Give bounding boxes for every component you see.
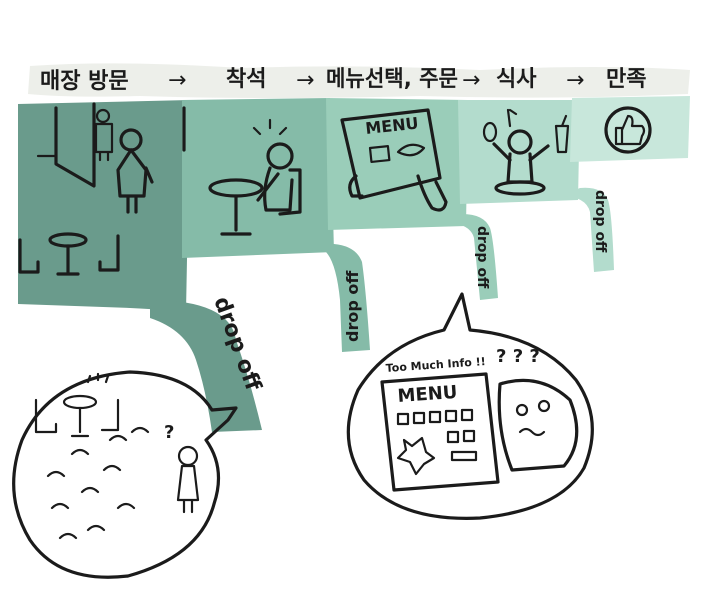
- arrow-icon: →: [296, 68, 314, 93]
- thumbs-up-illustration: [604, 106, 652, 154]
- confused-question-marks: ? ? ?: [496, 346, 540, 367]
- stage-seat-dropoff-band: [196, 244, 370, 352]
- stage-banner: [28, 63, 690, 98]
- arrow-icon: →: [462, 68, 480, 93]
- plate-icon: [494, 180, 546, 196]
- thumbs-up-icon: [604, 106, 652, 154]
- empty-seat-icons: [46, 426, 150, 540]
- drumstick-icon: [482, 121, 498, 143]
- crowded-menu-title: MENU: [397, 382, 458, 407]
- eating-person-icon: [507, 129, 533, 155]
- stage-visit-dropoff-band: [150, 300, 262, 432]
- stage-seat-block: [182, 98, 334, 258]
- table-and-chairs-icon: [18, 232, 120, 276]
- eating-person-illustration: [482, 108, 570, 196]
- stage-label-seat: 착석: [226, 67, 266, 92]
- music-note-icon: [506, 108, 518, 128]
- menu-card-icon: [340, 108, 442, 200]
- crowded-menu-icon: [380, 372, 500, 492]
- stage-label-meal: 식사: [496, 67, 537, 92]
- info-overload-bubble: Too Much Info !! ? ? ? MENU: [346, 292, 594, 520]
- arrow-icon: →: [168, 68, 186, 93]
- store-visit-illustration: [18, 102, 186, 276]
- person-at-door-icon: [95, 108, 111, 124]
- stage-label-satisfied: 만족: [606, 67, 646, 92]
- drink-icon: [554, 114, 570, 154]
- arrow-icon: →: [566, 68, 584, 93]
- overwhelmed-customer-icon: [497, 378, 579, 472]
- stage-label-visit: 매장 방문: [40, 69, 129, 94]
- stage-headings: 매장 방문 → 착석 → 메뉴선택, 주문 → 식사 → 만족: [40, 67, 646, 94]
- empty-seats-bubble: ?: [12, 370, 238, 579]
- seated-person-illustration: [208, 118, 302, 236]
- overload-caption: Too Much Info !!: [385, 355, 486, 375]
- stage-meal-dropoff-band: [560, 187, 614, 272]
- drop-off-label: drop off: [592, 190, 608, 253]
- drop-off-label: drop off: [343, 270, 362, 342]
- stage-satisfied-block: [570, 96, 690, 162]
- seated-person-icon: [266, 142, 294, 170]
- menu-reading-illustration: MENU: [340, 108, 448, 212]
- stage-menu-dropoff-band: [440, 214, 498, 300]
- stage-label-menu-order: 메뉴선택, 주문: [326, 67, 458, 92]
- question-mark: ?: [164, 422, 174, 443]
- funnel-blocks: [18, 96, 690, 432]
- drop-off-label: drop off: [474, 226, 490, 289]
- confused-customer-icon: [177, 445, 199, 467]
- stage-visit-block: [18, 100, 190, 312]
